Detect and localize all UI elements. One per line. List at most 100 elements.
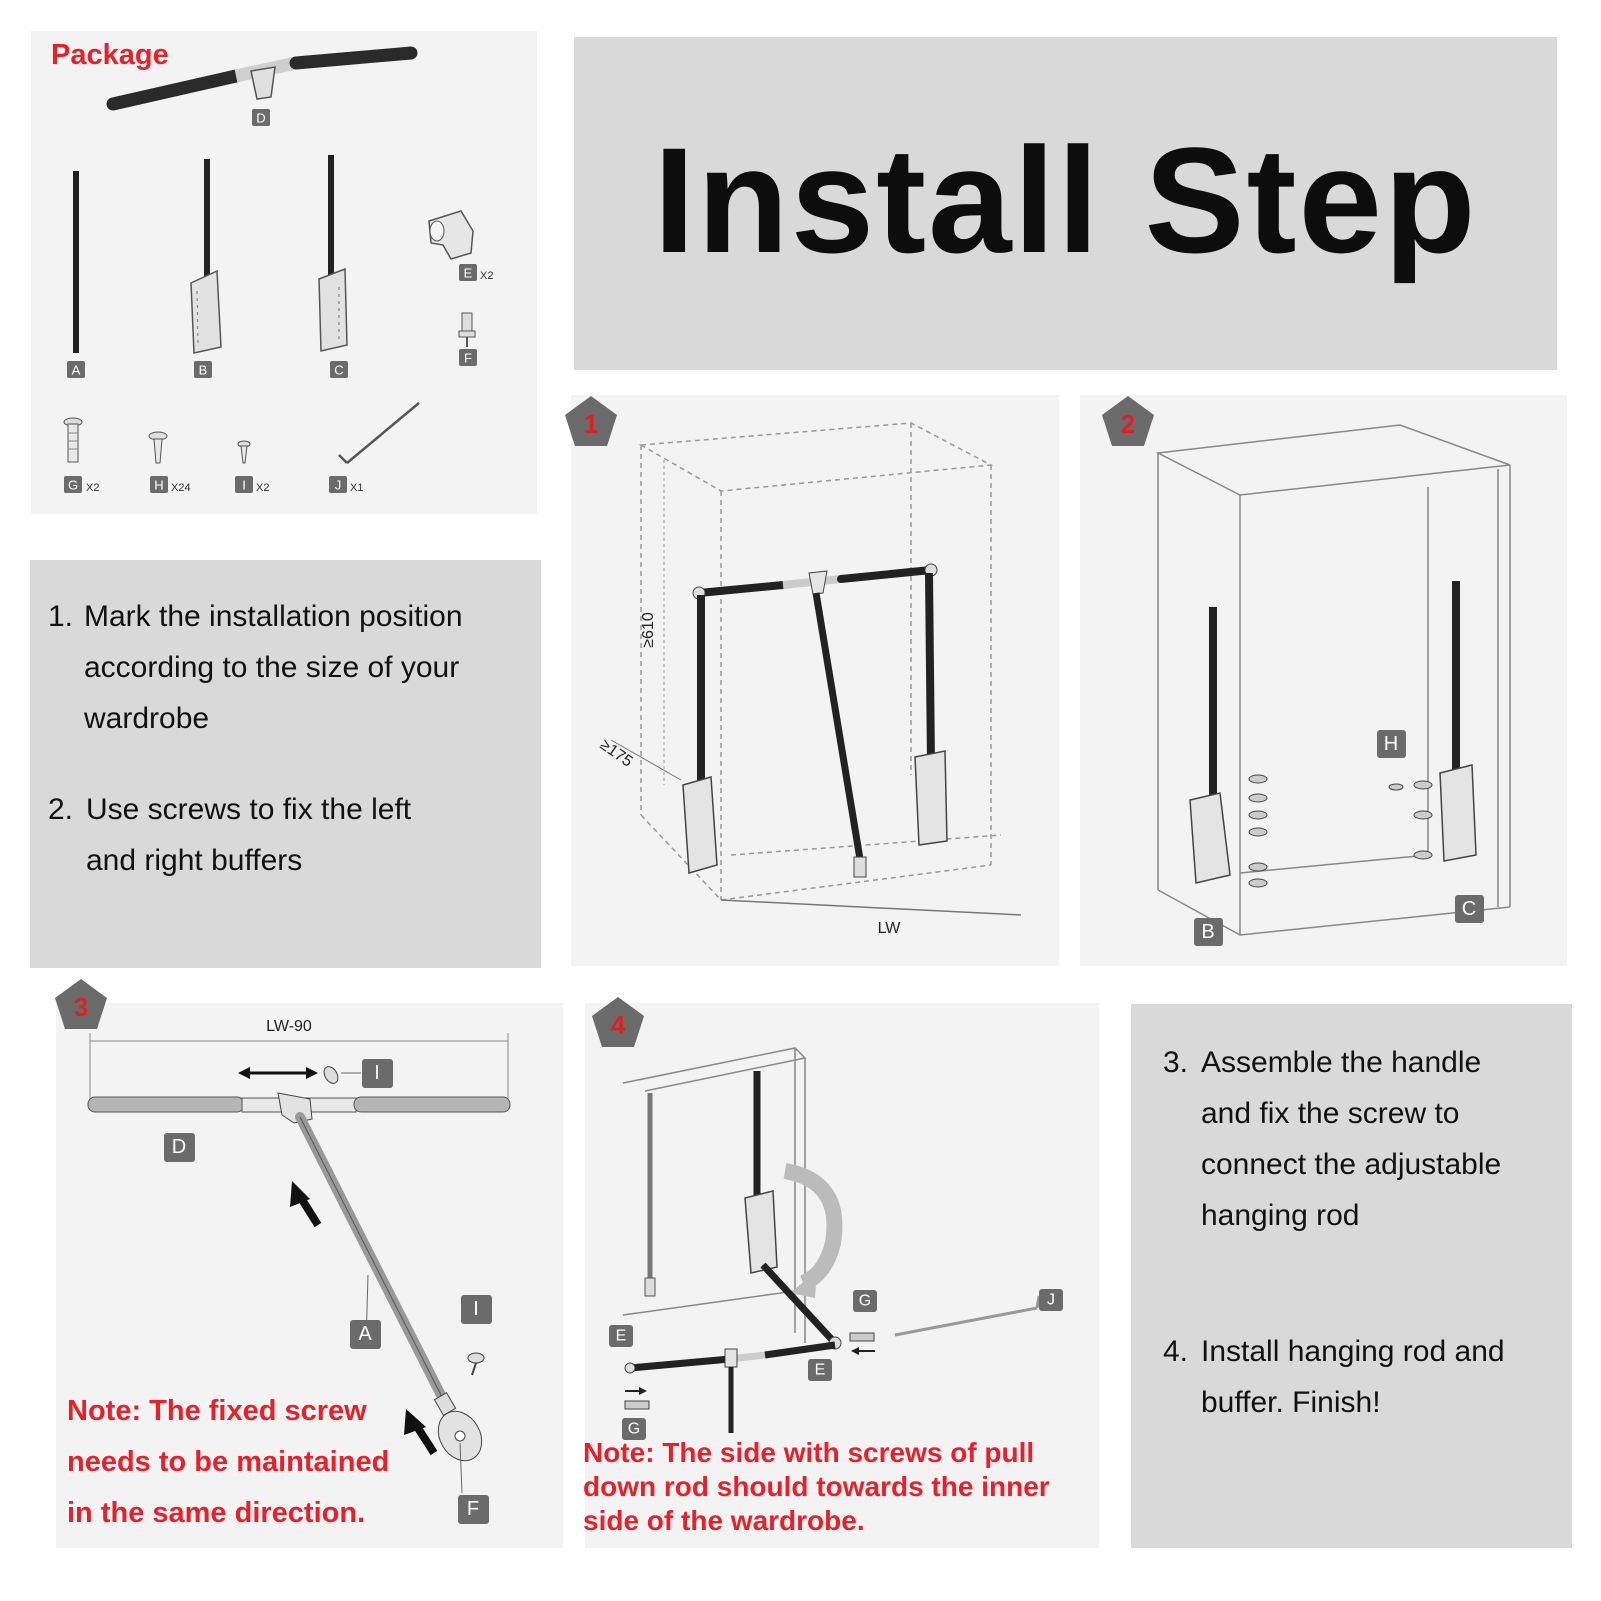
step-4-label-e-right: E xyxy=(808,1359,832,1381)
step-4-label-g-bottom: G xyxy=(622,1418,646,1440)
hanging-rod xyxy=(624,1262,842,1433)
part-b-buffer xyxy=(190,159,222,354)
step-2-badge: 2 xyxy=(1100,394,1156,450)
package-parts-illustration: D A B C xyxy=(63,46,493,494)
part-j-hex-key xyxy=(338,402,420,464)
part-f-pin xyxy=(458,312,476,347)
instruction-item-3: 3. Assemble the handle and fix the screw… xyxy=(1163,1037,1563,1247)
step-4-label-g-bottom-text: G xyxy=(628,1421,640,1438)
step-2-label-b: B xyxy=(1194,918,1223,946)
step-4-label-j-text: J xyxy=(1047,1292,1055,1309)
cabinet-outline xyxy=(638,422,1002,901)
step-4-label-e-left-text: E xyxy=(616,1328,627,1345)
instruction-1-number: 1. xyxy=(48,600,74,633)
step-3-panel: LW-90 I D A xyxy=(56,1003,563,1548)
step-4-note-line-1: Note: The side with screws of pull xyxy=(583,1437,1035,1468)
step-2-number: 2 xyxy=(1121,409,1135,439)
step-3-label-i-top: I xyxy=(362,1059,393,1088)
step-2-label-h-text: H xyxy=(1384,733,1398,755)
right-buffer-c xyxy=(1439,581,1477,862)
instructions-panel-1: 1. Mark the installation position accord… xyxy=(30,560,541,968)
instruction-1-line-3: wardrobe xyxy=(84,702,210,735)
part-e-bracket xyxy=(428,210,474,260)
step-1-panel: ≥610 ≥175 LW xyxy=(571,395,1059,966)
step-2-label-c: C xyxy=(1455,895,1484,923)
instructions-panel-2: 3. Assemble the handle and fix the screw… xyxy=(1131,1004,1572,1548)
step-3-label-d-text: D xyxy=(172,1136,186,1158)
step-2-panel: H B C xyxy=(1080,395,1567,966)
step-3-note-line-2: needs to be maintained xyxy=(67,1446,390,1478)
handle-f xyxy=(433,1392,483,1494)
step-4-label-e-left: E xyxy=(609,1325,633,1347)
cabinet-outline xyxy=(1155,424,1511,936)
step-4-label-g-top-text: G xyxy=(859,1293,871,1310)
step-1-illustration: ≥610 ≥175 LW xyxy=(597,422,1022,937)
mounting-screws xyxy=(1248,774,1433,888)
instruction-1-line-2: according to the size of your xyxy=(84,651,460,684)
screw-i-top xyxy=(323,1066,361,1084)
step-1-badge-shape: 1 xyxy=(565,396,617,446)
instruction-3-line-1: Assemble the handle xyxy=(1201,1046,1482,1079)
instruction-item-4: 4. Install hanging rod and buffer. Finis… xyxy=(1163,1326,1563,1436)
count-g-text: X2 xyxy=(86,482,99,494)
instruction-3-line-4: hanging rod xyxy=(1201,1199,1360,1232)
floor-edge xyxy=(720,899,1022,916)
part-label-a: A xyxy=(67,361,85,378)
instruction-3-line-3: connect the adjustable xyxy=(1201,1148,1502,1181)
package-panel: Package D A B xyxy=(31,31,537,514)
instruction-4-number: 4. xyxy=(1163,1335,1189,1368)
step-3-note: Note: The fixed screw needs to be mainta… xyxy=(67,1386,389,1539)
step-4-illustration: G J E E G xyxy=(609,1047,1063,1440)
label-e-text: E xyxy=(464,266,473,281)
instruction-3-line-2: and fix the screw to xyxy=(1201,1097,1460,1130)
label-b-text: B xyxy=(199,363,208,378)
label-h-text: H xyxy=(154,478,163,493)
step-3-number: 3 xyxy=(74,992,88,1022)
page-title: Install Step xyxy=(653,116,1478,284)
instruction-2-line-1: Use screws to fix the left xyxy=(86,793,412,826)
instruction-item-1: 1. Mark the installation position accord… xyxy=(48,591,528,751)
instruction-1-line-1: Mark the installation position xyxy=(84,600,463,633)
label-c-text: C xyxy=(334,363,343,378)
dim-height-text: ≥610 xyxy=(640,612,657,648)
hanging-rod-assembly xyxy=(682,563,948,878)
rotate-arrow-icon xyxy=(783,1163,843,1298)
step-3-badge: 3 xyxy=(53,977,109,1033)
step-4-label-j: J xyxy=(1039,1289,1063,1311)
dim-depth-text: ≥175 xyxy=(597,736,636,770)
step-4-number: 4 xyxy=(611,1010,626,1040)
part-g-screw xyxy=(63,417,83,463)
step-4-note-line-3: side of the wardrobe. xyxy=(583,1505,865,1536)
step-3-label-a: A xyxy=(350,1320,381,1349)
label-g-text: G xyxy=(68,478,78,493)
dim-lw-90-text: LW-90 xyxy=(266,1018,312,1035)
step-3-illustration: LW-90 I D A xyxy=(87,1018,511,1524)
step-3-note-line-1: Note: The fixed screw xyxy=(67,1395,367,1427)
step-3-label-i-bottom-text: I xyxy=(473,1298,479,1320)
label-a-text: A xyxy=(72,363,81,378)
screw-g-left xyxy=(624,1387,650,1410)
step-1-number: 1 xyxy=(584,409,598,439)
label-d-text: D xyxy=(256,111,265,126)
step-3-label-f-text: F xyxy=(467,1498,479,1520)
step-2-badge-shape: 2 xyxy=(1102,396,1154,446)
count-e-text: X2 xyxy=(480,270,493,282)
step-1-badge: 1 xyxy=(563,394,619,450)
label-f-text: F xyxy=(464,351,472,366)
count-j-text: X1 xyxy=(350,482,363,494)
push-arrow-icon-2 xyxy=(404,1409,438,1456)
step-4-panel: G J E E G Note: The side with screws of … xyxy=(583,1003,1099,1548)
label-i-text: I xyxy=(242,478,246,493)
part-label-f: F xyxy=(459,349,477,366)
part-label-j: J X1 xyxy=(329,476,363,494)
adjust-arrow-icon xyxy=(238,1067,318,1079)
step-2-label-h: H xyxy=(1377,730,1406,758)
hex-key-j xyxy=(894,1306,1038,1337)
part-label-h: H X24 xyxy=(150,476,191,494)
step-3-label-a-text: A xyxy=(358,1323,372,1345)
part-c-buffer xyxy=(318,155,348,352)
step-2-label-b-text: B xyxy=(1201,921,1214,943)
instruction-2-number: 2. xyxy=(48,793,74,826)
instruction-3-number: 3. xyxy=(1163,1046,1189,1079)
part-label-g: G X2 xyxy=(64,476,99,494)
